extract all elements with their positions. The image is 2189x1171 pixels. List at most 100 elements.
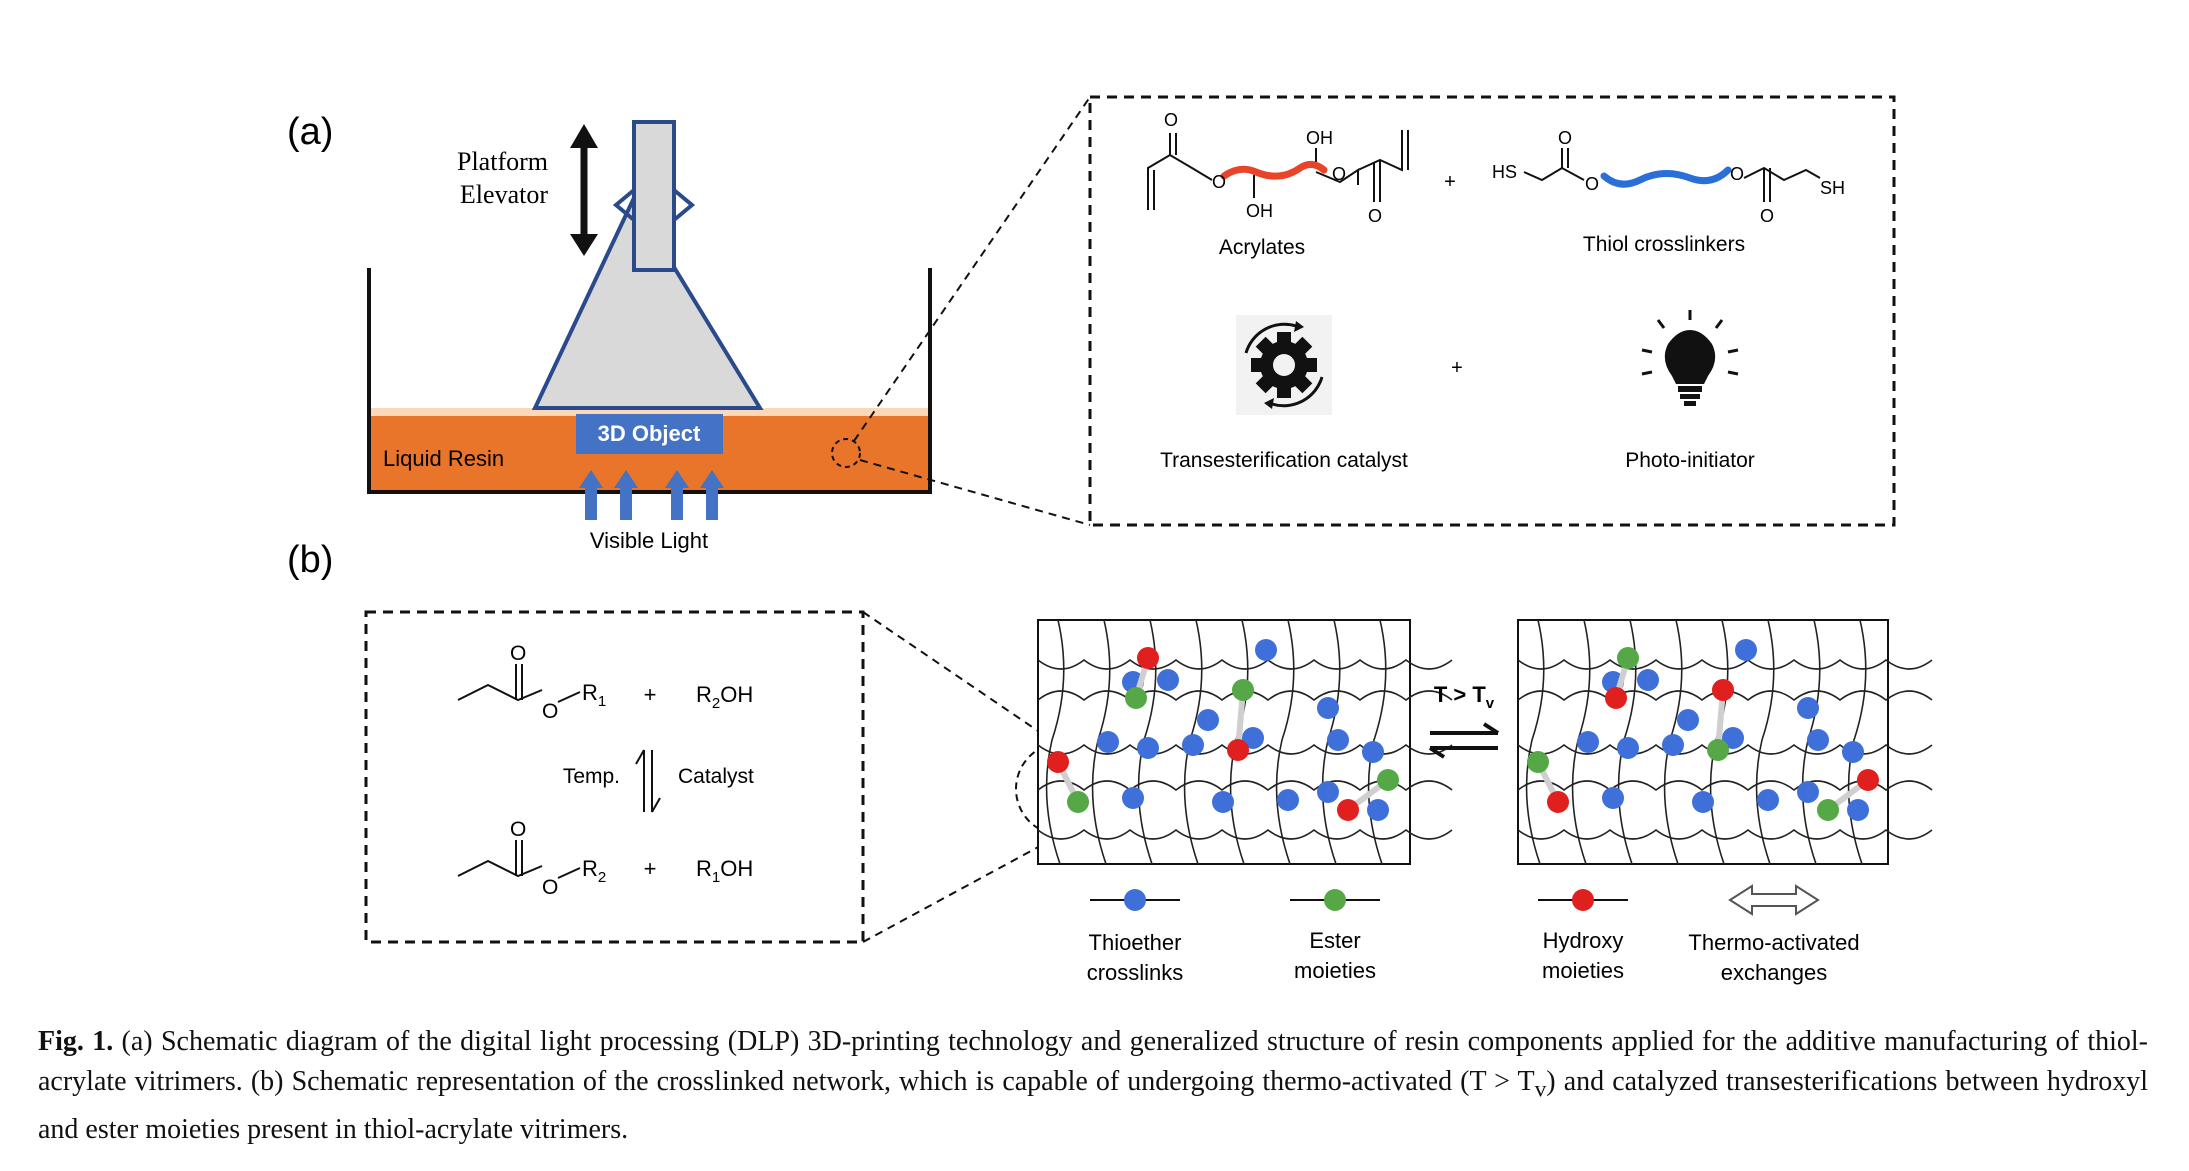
thioether-node bbox=[1807, 729, 1829, 751]
platform-label-line2: Elevator bbox=[460, 180, 548, 209]
network-after bbox=[1517, 619, 1889, 865]
network-strand bbox=[1517, 828, 1933, 840]
thioether-node bbox=[1317, 781, 1339, 803]
network-strand bbox=[1045, 619, 1065, 865]
catalyst-label: Transesterification catalyst bbox=[1160, 449, 1408, 472]
resin-vat bbox=[367, 268, 932, 494]
thiol-o2: O bbox=[1585, 174, 1599, 194]
caption-subscript: v bbox=[1534, 1076, 1547, 1103]
ester-top-carbonyl-o: O bbox=[510, 642, 526, 665]
thiol-structure bbox=[1523, 148, 1821, 202]
ester-node bbox=[1377, 769, 1399, 791]
thioether-node bbox=[1197, 709, 1219, 731]
thioether-node bbox=[1367, 799, 1389, 821]
caption-text-end: ) and catalyzed transesterifications bet… bbox=[38, 1066, 2148, 1145]
legend-exchange-line2: exchanges bbox=[1721, 960, 1827, 985]
hydroxy-node bbox=[1227, 739, 1249, 761]
acrylate-o2: O bbox=[1212, 172, 1226, 192]
thioether-node bbox=[1847, 799, 1869, 821]
ester-structure-bottom bbox=[457, 840, 581, 879]
thiol-o3: O bbox=[1730, 164, 1744, 184]
plus-bottom: + bbox=[644, 856, 657, 881]
thioether-node bbox=[1242, 727, 1264, 749]
thiol-label: Thiol crosslinkers bbox=[1583, 233, 1745, 256]
acrylate-o4: O bbox=[1368, 206, 1382, 226]
thioether-node bbox=[1362, 741, 1384, 763]
zoom-circle bbox=[831, 438, 861, 468]
hydroxy-node bbox=[1712, 679, 1734, 701]
network-strand bbox=[1755, 619, 1775, 865]
network-strand bbox=[1037, 658, 1453, 670]
acrylate-structure bbox=[1147, 130, 1409, 210]
catalyst-gear-icon bbox=[1236, 315, 1332, 415]
thioether-node bbox=[1735, 639, 1757, 661]
network-strand bbox=[1525, 619, 1545, 865]
hydroxy-node bbox=[1547, 791, 1569, 813]
network-strand bbox=[1037, 828, 1453, 840]
hydroxy-node bbox=[1337, 799, 1359, 821]
acrylate-o1: O bbox=[1164, 110, 1178, 130]
ester-bottom-o: O bbox=[542, 876, 558, 899]
legend-hydroxy-line2: moieties bbox=[1542, 958, 1624, 983]
light-arrows-icon bbox=[579, 470, 724, 520]
legend-hydroxy-line1: Hydroxy bbox=[1543, 928, 1624, 953]
hydroxy-node bbox=[1857, 769, 1879, 791]
legend-thioether-line2: crosslinks bbox=[1087, 960, 1184, 985]
platform-shaft bbox=[632, 120, 676, 272]
plus-sign-2: + bbox=[1451, 357, 1463, 379]
elevator-arrow-icon bbox=[570, 124, 598, 256]
hydroxy-node bbox=[1047, 751, 1069, 773]
legend-thioether-line1: Thioether bbox=[1089, 930, 1182, 955]
legend-ester-line1: Ester bbox=[1309, 928, 1360, 953]
photo-initiator-label: Photo-initiator bbox=[1625, 449, 1755, 472]
acrylates-label: Acrylates bbox=[1219, 236, 1305, 259]
resin-label: Liquid Resin bbox=[383, 446, 504, 471]
thioether-node bbox=[1182, 734, 1204, 756]
thioether-node bbox=[1757, 789, 1779, 811]
thioether-node bbox=[1692, 791, 1714, 813]
figure-caption: Fig. 1. (a) Schematic diagram of the dig… bbox=[38, 1022, 2148, 1150]
ester-structure-top bbox=[457, 664, 581, 703]
alcohol-top: R2OH bbox=[696, 682, 753, 712]
light-label: Visible Light bbox=[590, 528, 708, 553]
equilibrium-arrows-icon bbox=[635, 749, 661, 813]
thioether-node bbox=[1327, 729, 1349, 751]
acrylate-o3: O bbox=[1332, 164, 1346, 184]
legend-exchange-line1: Thermo-activated bbox=[1688, 930, 1859, 955]
ester-node bbox=[1527, 751, 1549, 773]
caption-label: Fig. 1. bbox=[38, 1026, 114, 1057]
temp-label: Temp. bbox=[563, 765, 620, 788]
thiol-o1: O bbox=[1558, 128, 1572, 148]
thiol-hs: HS bbox=[1492, 162, 1517, 182]
ester-bottom-carbonyl-o: O bbox=[510, 818, 526, 841]
legend-ester: Ester moieties bbox=[1290, 889, 1380, 983]
panel-b-label: (b) bbox=[287, 539, 333, 581]
thioether-node bbox=[1157, 669, 1179, 691]
temperature-condition: T > Tv bbox=[1434, 682, 1495, 712]
ester-node bbox=[1232, 679, 1254, 701]
printer-cone bbox=[531, 195, 764, 410]
alcohol-bottom: R1OH bbox=[696, 856, 753, 886]
ester-node bbox=[1067, 791, 1089, 813]
thioether-node bbox=[1662, 734, 1684, 756]
thioether-node bbox=[1577, 731, 1599, 753]
plus-sign-1: + bbox=[1444, 171, 1456, 193]
caption-text: (a) Schematic diagram of the digital lig… bbox=[38, 1026, 2148, 1097]
components-box bbox=[1088, 95, 1896, 527]
thioether-node bbox=[1842, 741, 1864, 763]
plus-top: + bbox=[644, 682, 657, 707]
thioether-node bbox=[1602, 787, 1624, 809]
ester-node bbox=[1125, 687, 1147, 709]
reaction-box bbox=[364, 610, 865, 944]
ester-node bbox=[1707, 739, 1729, 761]
ester-top-o: O bbox=[542, 700, 558, 723]
legend-exchange: Thermo-activated exchanges bbox=[1688, 884, 1860, 985]
network-strand bbox=[1847, 619, 1867, 865]
thioether-node bbox=[1797, 697, 1819, 719]
thioether-node bbox=[1277, 789, 1299, 811]
acrylate-oh1: OH bbox=[1246, 201, 1273, 221]
network-strand bbox=[1275, 619, 1295, 865]
thioether-node bbox=[1797, 781, 1819, 803]
ester-node bbox=[1817, 799, 1839, 821]
ester-top-r: R1 bbox=[582, 680, 606, 710]
